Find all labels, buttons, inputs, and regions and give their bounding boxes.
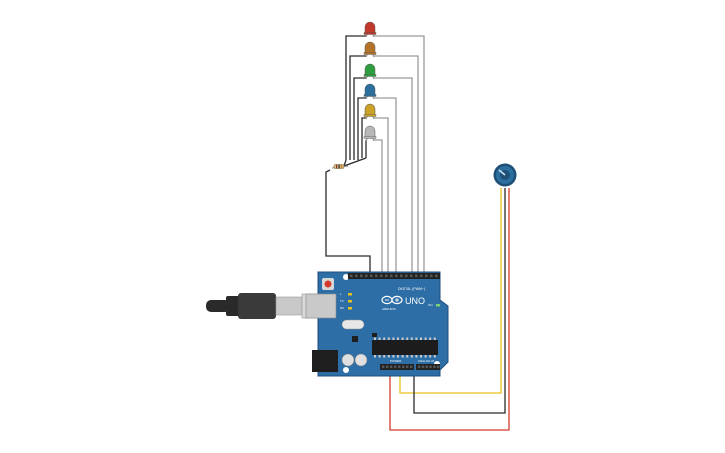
led-green-icon[interactable]	[363, 63, 377, 80]
wire-pot-vcc[interactable]	[389, 188, 510, 431]
led-blue-icon[interactable]	[363, 83, 377, 100]
led-ground-wires[interactable]	[325, 35, 371, 276]
wire-blue-led[interactable]	[374, 97, 397, 276]
power-label: POWER	[390, 359, 402, 363]
wire-resistor-to-gnd[interactable]	[325, 169, 371, 276]
wire-pot-gnd[interactable]	[413, 188, 506, 414]
power-header[interactable]	[380, 364, 414, 370]
wire-green-led[interactable]	[374, 77, 413, 276]
led-orange-icon[interactable]	[363, 41, 377, 58]
wire-yellow-led[interactable]	[374, 117, 389, 276]
wire-white-led[interactable]	[374, 139, 383, 276]
analog-label: ANALOG IN	[418, 359, 434, 363]
digital-header-label: DIGITAL (PWM~)	[398, 287, 425, 291]
led-white-icon[interactable]	[363, 125, 377, 142]
board-maker: ARDUINO	[382, 307, 397, 311]
arduino-logo-icon	[381, 295, 403, 305]
board-brand: UNO	[405, 296, 425, 306]
on-label: ON	[428, 303, 433, 307]
resistor-icon[interactable]	[331, 164, 349, 169]
led-yellow-icon[interactable]	[363, 103, 377, 120]
atmega-chip	[372, 340, 438, 355]
led-array[interactable]	[363, 21, 377, 142]
wire-pot-signal[interactable]	[399, 188, 502, 394]
rx-label: RX	[340, 306, 344, 310]
tx-label: TX	[340, 299, 344, 303]
arduino-uno-board[interactable]: DIGITAL (PWM~) L TX RX ON UNO ARDUINO	[305, 271, 449, 377]
led-red-icon[interactable]	[363, 21, 377, 38]
potentiometer-icon[interactable]	[493, 163, 517, 187]
digital-header[interactable]	[348, 273, 440, 279]
wire-orange-led[interactable]	[374, 55, 419, 276]
potentiometer-wires[interactable]	[389, 188, 510, 431]
wire-red-led[interactable]	[374, 35, 425, 276]
led-signal-wires[interactable]	[374, 35, 425, 276]
l-label: L	[340, 292, 342, 296]
